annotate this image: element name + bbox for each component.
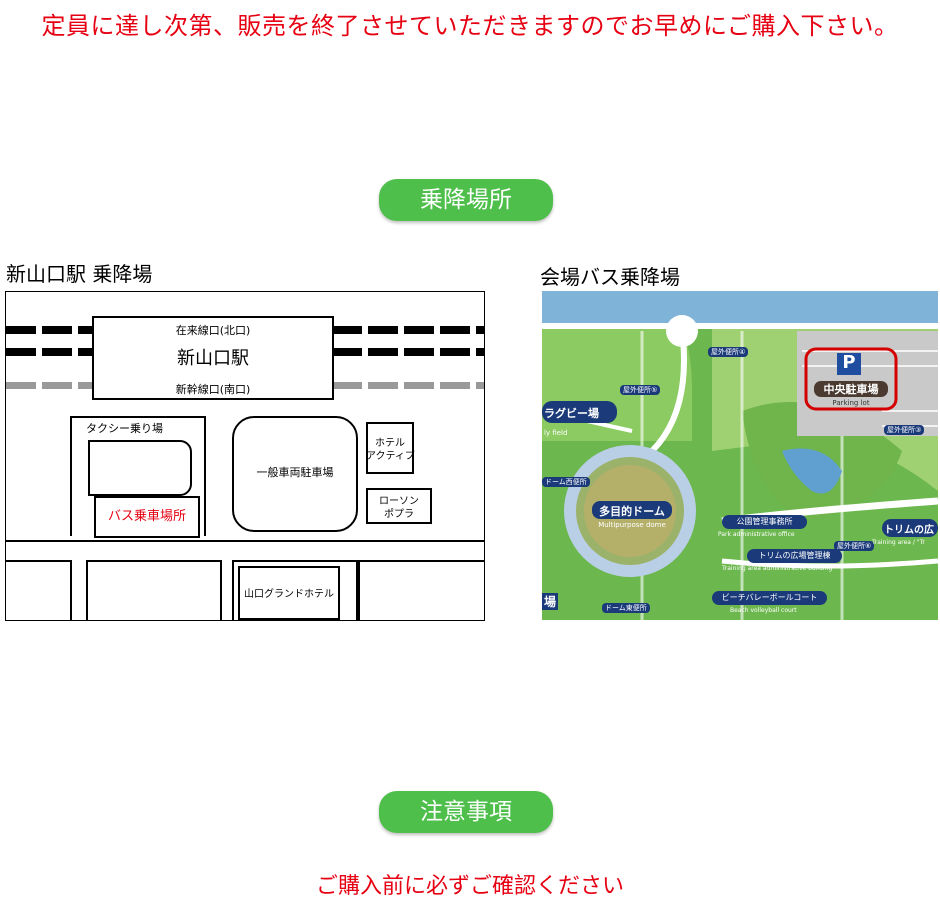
station-name-label: 新山口駅: [177, 348, 249, 369]
venue-map: P 中央駐車場 Parking lot ラグビー場 ly field 多目的ドー…: [542, 291, 938, 620]
parking-name: 中央駐車場: [823, 383, 879, 396]
section-notes-heading: 注意事項: [379, 791, 553, 833]
rail-track: [6, 382, 94, 389]
left-edge-label: 場: [542, 593, 559, 610]
dome-en: Multipurpose dome: [598, 521, 666, 529]
grand-hotel-label: 山口グランドホテル: [244, 589, 334, 600]
park-office-label: 公園管理事務所: [736, 517, 793, 526]
rugby-en: ly field: [544, 429, 568, 437]
north-exit-label: 在来線口(北口): [175, 324, 251, 337]
restroom-6-label: 屋外便所⑥: [834, 541, 875, 551]
lawson-building: [366, 488, 432, 524]
park-office-en: Park administrative office: [718, 531, 795, 538]
left-map-title: 新山口駅 乗降場: [6, 262, 153, 286]
section-pickup-heading: 乗降場所: [379, 179, 553, 221]
training-building-en: Training area administrative building: [722, 565, 833, 572]
restroom-5-label: 屋外便所⑤: [620, 385, 661, 395]
training-area-en: Training area / "Tr: [872, 539, 925, 546]
restroom-4-label: 屋外便所④: [708, 347, 749, 357]
beach-court-label: ビーチバレーボールコート: [721, 593, 818, 602]
south-exit-label: 新幹線口(南口): [175, 383, 251, 396]
parking-en: Parking lot: [832, 399, 870, 407]
general-parking-area: [232, 416, 358, 532]
bus-stop-box: [94, 496, 200, 538]
rail-track: [332, 382, 484, 389]
rugby-label: ラグビー場: [544, 407, 599, 420]
general-parking-label: 一般車両駐車場: [256, 466, 334, 479]
lawson-label-1: ローソン: [379, 496, 419, 507]
hotel-active-building: [366, 422, 414, 474]
hotel-active-label-1: ホテル: [375, 438, 405, 449]
training-area-label: トリムの広: [884, 525, 934, 536]
beach-court-en: Beach volleyball court: [730, 607, 797, 614]
block: [232, 560, 358, 620]
station-building: [92, 316, 334, 400]
block: [86, 560, 222, 620]
taxi-label: タクシー乗り場: [86, 422, 163, 435]
training-building-label: トリムの広場管理棟: [758, 551, 831, 560]
hotel-active-label-2: アクティブ: [366, 451, 415, 462]
rail-track: [332, 326, 484, 334]
rail-track: [6, 326, 94, 334]
rail-track: [6, 348, 94, 356]
road-edge: [6, 540, 484, 542]
taxi-loop: [88, 440, 192, 496]
restroom-3-label: 屋外便所③: [884, 425, 925, 435]
lawson-label-2: ポプラ: [384, 509, 414, 520]
dome-west-label: ドーム西便所: [542, 477, 590, 487]
confirm-text: ご購入前に必ずご確認ください: [315, 874, 624, 899]
dome-label: 多目的ドーム: [599, 505, 665, 518]
block: [358, 560, 484, 620]
grand-hotel-building: [238, 566, 340, 620]
taxi-area: [70, 416, 206, 536]
right-map-title: 会場バス乗降場: [540, 265, 680, 289]
road-edge: [70, 560, 72, 620]
notice-text: 定員に達し次第、販売を終了させていただきますのでお早めにご購入下さい。: [41, 12, 899, 40]
station-map: 在来線口(北口) 新山口駅 新幹線口(南口) タクシー乗り場 バス乗車場所 一般…: [5, 291, 485, 621]
parking-symbol: P: [842, 352, 856, 373]
dome-east-label: ドーム東便所: [602, 603, 650, 613]
road-edge: [6, 560, 70, 562]
venue-map-graphic: [542, 291, 938, 620]
bus-stop-label: バス乗車場所: [107, 509, 186, 524]
rail-track: [332, 348, 484, 356]
